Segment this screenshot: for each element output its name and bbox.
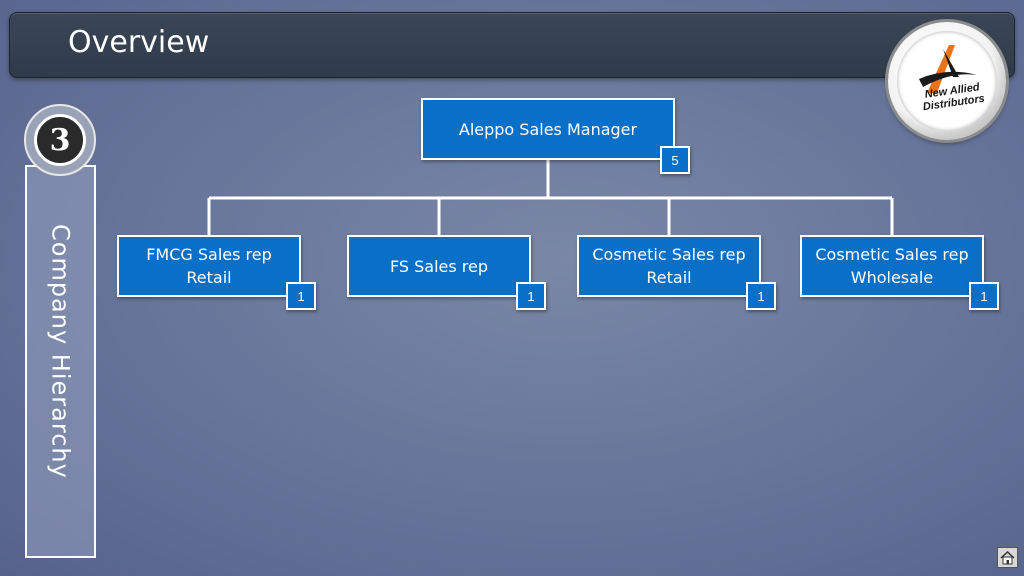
child-node-cosmetic-retail[interactable]: Cosmetic Sales rep Retail — [577, 235, 761, 297]
root-count-badge: 5 — [660, 146, 690, 174]
child-node-fmcg[interactable]: FMCG Sales rep Retail — [117, 235, 301, 297]
company-logo: New Allied Distributors — [888, 22, 1006, 140]
section-label-wrap: Company Hierarchy — [27, 167, 94, 556]
child-node-cosmetic-wholesale[interactable]: Cosmetic Sales rep Wholesale — [800, 235, 984, 297]
child-node-label: Cosmetic Sales rep — [815, 245, 969, 264]
section-number-badge: 3 — [24, 104, 96, 176]
child-node-label: Cosmetic Sales rep — [592, 245, 746, 264]
home-button[interactable] — [997, 547, 1018, 568]
home-icon — [1000, 550, 1015, 565]
child-node-label: FMCG Sales rep — [146, 245, 272, 264]
logo-swoosh-icon — [919, 45, 977, 93]
section-label: Company Hierarchy — [46, 224, 75, 479]
child-node-fs[interactable]: FS Sales rep — [347, 235, 531, 297]
child-node-label: FS Sales rep — [389, 256, 489, 276]
child-node-sublabel: Wholesale — [850, 268, 934, 287]
child-count-badge: 1 — [286, 282, 316, 310]
title-bar: Overview — [9, 12, 1015, 78]
child-count-badge: 1 — [516, 282, 546, 310]
root-node-label: Aleppo Sales Manager — [458, 119, 638, 139]
page-title: Overview — [68, 25, 210, 60]
child-node-sublabel: Retail — [186, 268, 232, 287]
logo-inner — [897, 31, 997, 131]
root-node[interactable]: Aleppo Sales Manager — [421, 98, 675, 160]
child-node-sublabel: Retail — [646, 268, 692, 287]
child-count-badge: 1 — [746, 282, 776, 310]
child-count-badge: 1 — [969, 282, 999, 310]
section-side-panel: Company Hierarchy — [25, 165, 96, 558]
section-number: 3 — [34, 114, 86, 166]
